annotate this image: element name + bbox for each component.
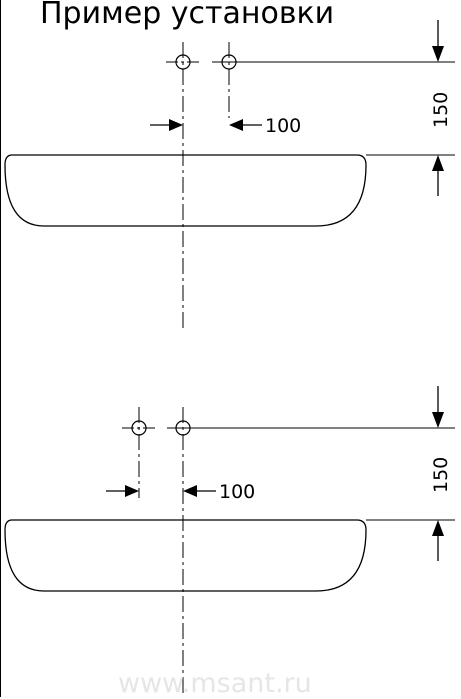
watermark: www.msant.ru (118, 668, 312, 699)
arrowhead-down-icon (432, 412, 444, 428)
basin-outline (4, 519, 367, 592)
diagram-bottom: 100 150 (4, 386, 455, 697)
diagram-top: 100 150 (4, 20, 455, 332)
horizontal-dimension-label: 100 (265, 115, 301, 137)
arrowhead-up-icon (432, 155, 444, 171)
arrowhead-left-icon (229, 119, 243, 131)
arrowhead-right-icon (169, 119, 183, 131)
mounting-hole-icon (175, 420, 191, 436)
mounting-hole-icon (221, 54, 237, 70)
mounting-hole-icon (175, 54, 191, 70)
arrowhead-up-icon (432, 520, 444, 536)
arrowhead-down-icon (432, 46, 444, 62)
mounting-hole-icon (131, 420, 147, 436)
arrowhead-left-icon (183, 485, 197, 497)
horizontal-dimension-label: 100 (219, 481, 255, 503)
vertical-dimension-label: 150 (430, 92, 452, 128)
arrowhead-right-icon (125, 485, 139, 497)
basin-outline (4, 154, 367, 227)
page-title: Пример установки (40, 0, 335, 31)
vertical-dimension-label: 150 (430, 457, 452, 493)
